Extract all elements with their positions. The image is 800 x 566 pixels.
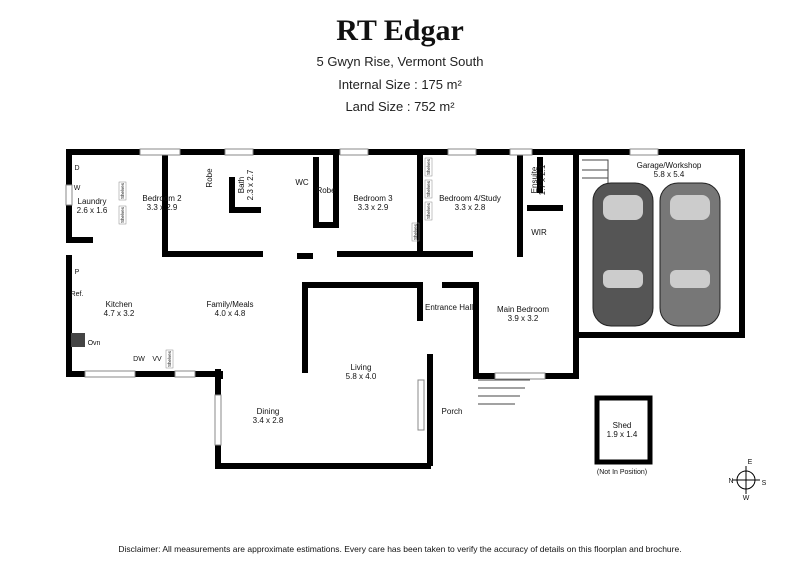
- bath-label: Bath: [237, 177, 246, 193]
- ensuite-label: Ensuite: [530, 166, 539, 193]
- vv-label: VV: [152, 356, 162, 363]
- shelves-label: Shelves: [426, 180, 431, 197]
- ensuite-size: 1.7 x 2.1: [538, 164, 547, 195]
- laundry-label: Laundry: [78, 197, 107, 206]
- dining-label: Dining: [257, 407, 280, 416]
- dryer-label: D: [74, 165, 79, 172]
- washer-label: W: [74, 185, 81, 192]
- bedroom2-label: Bedroom 2: [142, 194, 182, 203]
- car-left-icon: [592, 182, 654, 327]
- shed-note: (Not In Position): [597, 469, 647, 476]
- compass-icon: E N S W: [728, 459, 766, 502]
- land-size: Land Size : 752 m²: [345, 99, 455, 114]
- main-bedroom-size: 3.9 x 3.2: [508, 314, 539, 323]
- bath-size: 2.3 x 2.7: [246, 169, 255, 200]
- laundry-size: 2.6 x 1.6: [77, 206, 108, 215]
- main-bedroom-label: Main Bedroom: [497, 305, 549, 314]
- brand-logo: RT Edgar: [336, 14, 464, 47]
- entrance-label: Entrance Hall: [425, 303, 473, 312]
- shelves-label: Shelves: [426, 202, 431, 219]
- shelves-label: Shelves: [120, 206, 125, 223]
- cooktop-icon: [71, 333, 85, 347]
- disclaimer: Disclaimer: All measurements are approxi…: [118, 544, 682, 554]
- shelves-label: Shelves: [413, 223, 418, 240]
- shelves-label: Shelves: [167, 350, 172, 367]
- kitchen-label: Kitchen: [106, 300, 133, 309]
- fridge-label: Ref.: [71, 291, 84, 298]
- bedroom4-size: 3.3 x 2.8: [455, 203, 486, 212]
- walls: [66, 149, 745, 469]
- shed-label: Shed: [613, 421, 632, 430]
- shelves-label: Shelves: [120, 182, 125, 199]
- family-size: 4.0 x 4.8: [215, 309, 246, 318]
- bedroom3-label: Bedroom 3: [353, 194, 393, 203]
- oven-label: Ovn: [88, 340, 101, 347]
- living-size: 5.8 x 4.0: [346, 372, 377, 381]
- stairs: [478, 159, 609, 405]
- compass-w: W: [743, 495, 750, 502]
- garage-label: Garage/Workshop: [637, 161, 702, 170]
- porch-label: Porch: [442, 407, 463, 416]
- family-label: Family/Meals: [206, 300, 253, 309]
- shelves-label: Shelves: [426, 158, 431, 175]
- car-right-icon: [659, 182, 721, 327]
- garage-size: 5.8 x 5.4: [654, 170, 685, 179]
- living-label: Living: [351, 363, 372, 372]
- address: 5 Gwyn Rise, Vermont South: [316, 54, 484, 69]
- bedroom3-size: 3.3 x 2.9: [358, 203, 389, 212]
- shed-size: 1.9 x 1.4: [607, 430, 638, 439]
- bedroom4-label: Bedroom 4/Study: [439, 194, 501, 203]
- dishwasher-label: DW: [133, 356, 145, 363]
- compass-e: E: [748, 459, 753, 466]
- dining-size: 3.4 x 2.8: [253, 416, 284, 425]
- pantry-label: P: [75, 269, 80, 276]
- shelves: Shelves Shelves Shelves Shelves Shelves …: [118, 157, 433, 369]
- wir-label: WIR: [531, 228, 547, 237]
- compass-n: N: [728, 478, 733, 485]
- windows: [65, 148, 659, 446]
- wc-label: WC: [295, 178, 309, 187]
- compass-s: S: [762, 480, 767, 487]
- kitchen-size: 4.7 x 3.2: [104, 309, 135, 318]
- internal-size: Internal Size : 175 m²: [338, 77, 462, 92]
- shed: [594, 395, 653, 465]
- bedroom2-size: 3.3 x 2.9: [147, 203, 178, 212]
- robe-label-1: Robe: [205, 168, 214, 188]
- robe-label-2: Robe: [316, 186, 336, 195]
